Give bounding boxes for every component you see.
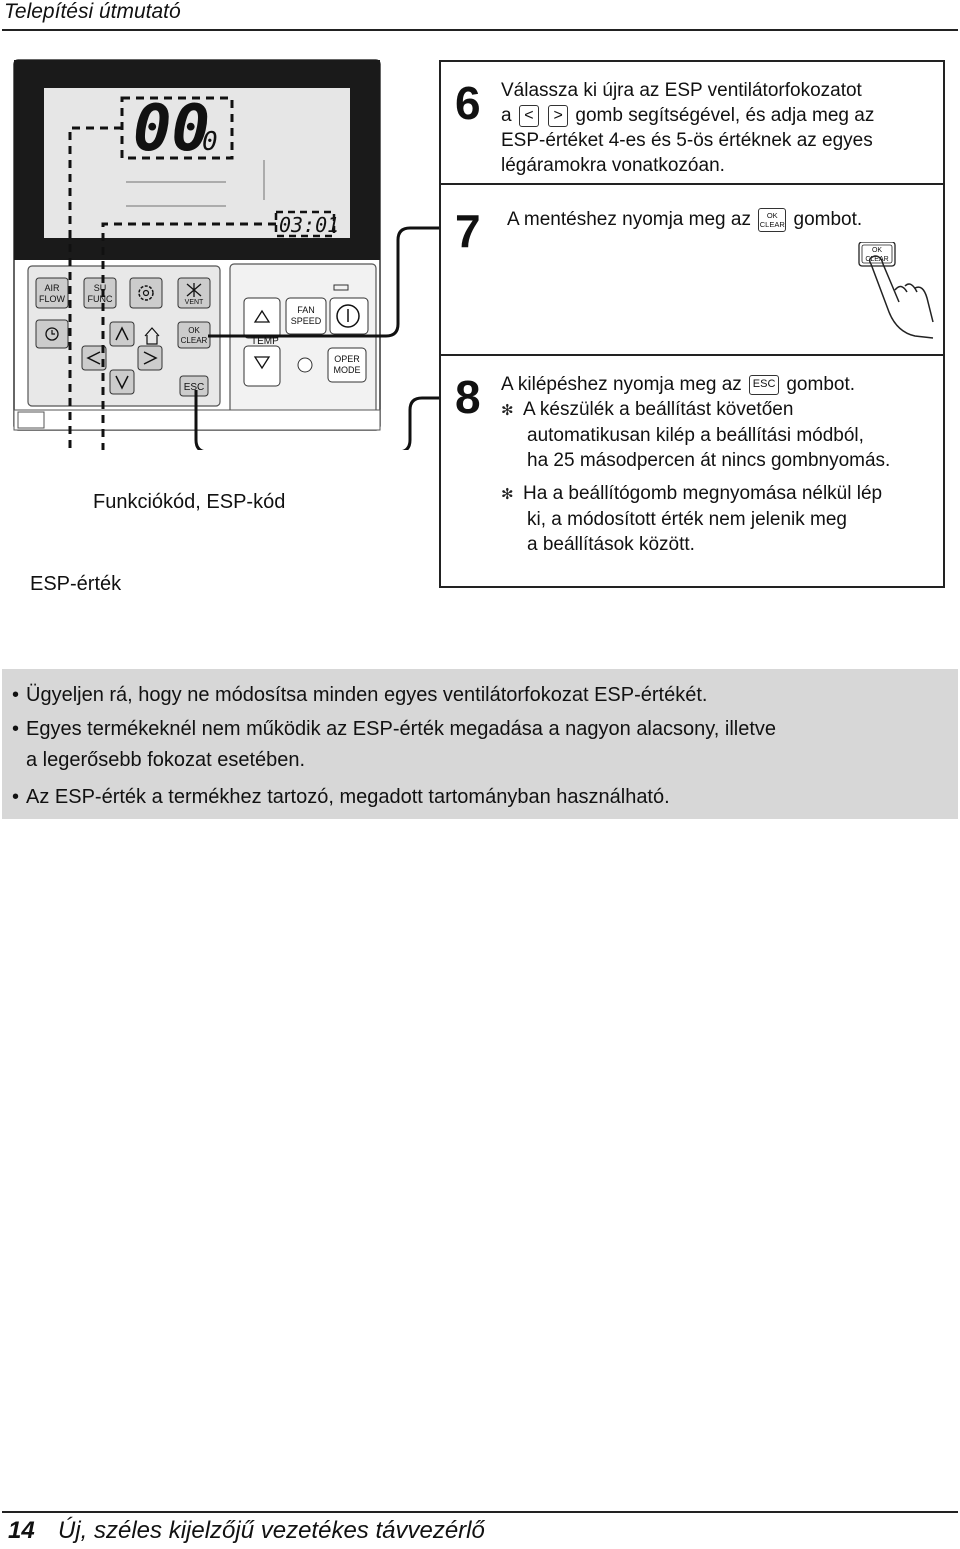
svg-text:CLEAR: CLEAR — [865, 256, 888, 263]
esc-button-icon: ESC — [749, 374, 780, 395]
svg-text:MODE: MODE — [334, 365, 361, 375]
step-7-number: 7 — [455, 205, 481, 257]
home-icon — [144, 327, 160, 345]
right-arrow-button[interactable] — [137, 345, 163, 371]
temp-label: TEMP — [251, 336, 279, 347]
notes-panel: •Ügyeljen rá, hogy ne módosítsa minden e… — [2, 669, 958, 819]
lcd-small-digit: 0 — [202, 127, 218, 157]
svg-text:SU: SU — [94, 283, 107, 293]
note-item: •Ügyeljen rá, hogy ne módosítsa minden e… — [12, 684, 708, 706]
asterisk-icon: ✻ — [501, 486, 514, 503]
note-auto-exit: ✻A készülék a beállítást követően automa… — [501, 399, 891, 471]
esc-button[interactable]: ESC — [179, 375, 209, 397]
step-divider — [441, 183, 943, 185]
svg-text:CLEAR: CLEAR — [181, 336, 208, 345]
svg-text:FUNC: FUNC — [88, 294, 113, 304]
gear-icon — [138, 285, 154, 301]
step-6-number: 6 — [455, 77, 481, 129]
left-button-icon: < — [518, 104, 539, 127]
step-6-text: Válassza ki újra az ESP ventilátorfokoza… — [501, 80, 875, 176]
label-esp-value: ESP-érték — [30, 573, 122, 595]
svg-text:OK: OK — [188, 326, 200, 335]
note-item-continuation: a legerősebb fokozat esetében. — [26, 749, 306, 771]
step-8-number: 8 — [455, 371, 481, 423]
vent-button[interactable]: VENT — [177, 277, 211, 309]
steps-box: 6 Válassza ki újra az ESP ventilátorfoko… — [439, 60, 945, 588]
note-no-save: ✻Ha a beállítógomb megnyomása nélkül lép… — [501, 483, 883, 555]
left-arrow-button[interactable] — [81, 345, 107, 371]
step-8-text: A kilépéshez nyomja meg az ESC gombot. ✻… — [501, 374, 891, 555]
chevron-left-icon — [86, 351, 101, 365]
note-item: •Az ESP-érték a termékhez tartozó, megad… — [12, 786, 670, 808]
svg-text:ESC: ESC — [184, 382, 205, 393]
svg-text:AIR: AIR — [44, 283, 60, 293]
down-arrow-button[interactable] — [109, 369, 135, 395]
label-function-code: Funkciókód, ESP-kód — [93, 491, 286, 513]
svg-text:SPEED: SPEED — [291, 316, 322, 326]
note-item: •Egyes termékeknél nem működik az ESP-ér… — [12, 718, 777, 740]
footer-rule — [2, 1511, 958, 1513]
temp-up-button[interactable] — [243, 297, 281, 339]
chevron-right-icon — [143, 351, 158, 365]
oper-mode-button[interactable]: OPER MODE — [327, 347, 367, 383]
header-rule — [2, 29, 958, 31]
triangle-down-icon — [253, 356, 271, 370]
indicator-led — [297, 357, 313, 373]
chevron-up-icon — [115, 326, 129, 341]
svg-text:VENT: VENT — [185, 299, 204, 306]
clock-icon — [45, 327, 59, 341]
right-button-icon: > — [548, 104, 569, 127]
power-icon — [336, 304, 360, 328]
page-number: 14 — [8, 1517, 35, 1544]
ok-clear-button[interactable]: OK CLEAR — [177, 321, 211, 349]
hand-pressing-ok-icon: OK CLEAR — [858, 242, 934, 339]
air-flow-button[interactable]: AIR FLOW — [35, 277, 69, 309]
remote-controller-illustration: 00 0 03:01 AIR FLOW SU FUNC VENT — [13, 59, 440, 450]
fan-speed-button[interactable]: FAN SPEED — [285, 297, 327, 335]
lcd-main-digits: 00 — [133, 92, 210, 166]
svg-text:FLOW: FLOW — [39, 294, 66, 304]
lcd-screen — [44, 88, 350, 238]
chevron-down-icon — [115, 375, 129, 390]
triangle-up-icon — [253, 309, 271, 323]
asterisk-icon: ✻ — [501, 402, 514, 419]
sub-func-button[interactable]: SU FUNC — [83, 277, 117, 309]
svg-text:OK: OK — [872, 247, 882, 254]
temp-down-button[interactable] — [243, 345, 281, 387]
lcd-code-digits: 03:01 — [279, 213, 339, 237]
timer-button[interactable] — [35, 319, 69, 349]
page-header-title: Telepítési útmutató — [4, 0, 181, 23]
power-button[interactable] — [329, 297, 369, 335]
home-leave-button[interactable] — [144, 327, 160, 345]
up-arrow-button[interactable] — [109, 321, 135, 347]
step-divider — [441, 354, 943, 356]
svg-text:FAN: FAN — [297, 305, 315, 315]
svg-text:OPER: OPER — [334, 354, 360, 364]
settings-gear-button[interactable] — [129, 277, 163, 309]
footer-title: Új, széles kijelzőjű vezetékes távvezérl… — [58, 1517, 485, 1544]
vent-icon — [186, 283, 202, 297]
